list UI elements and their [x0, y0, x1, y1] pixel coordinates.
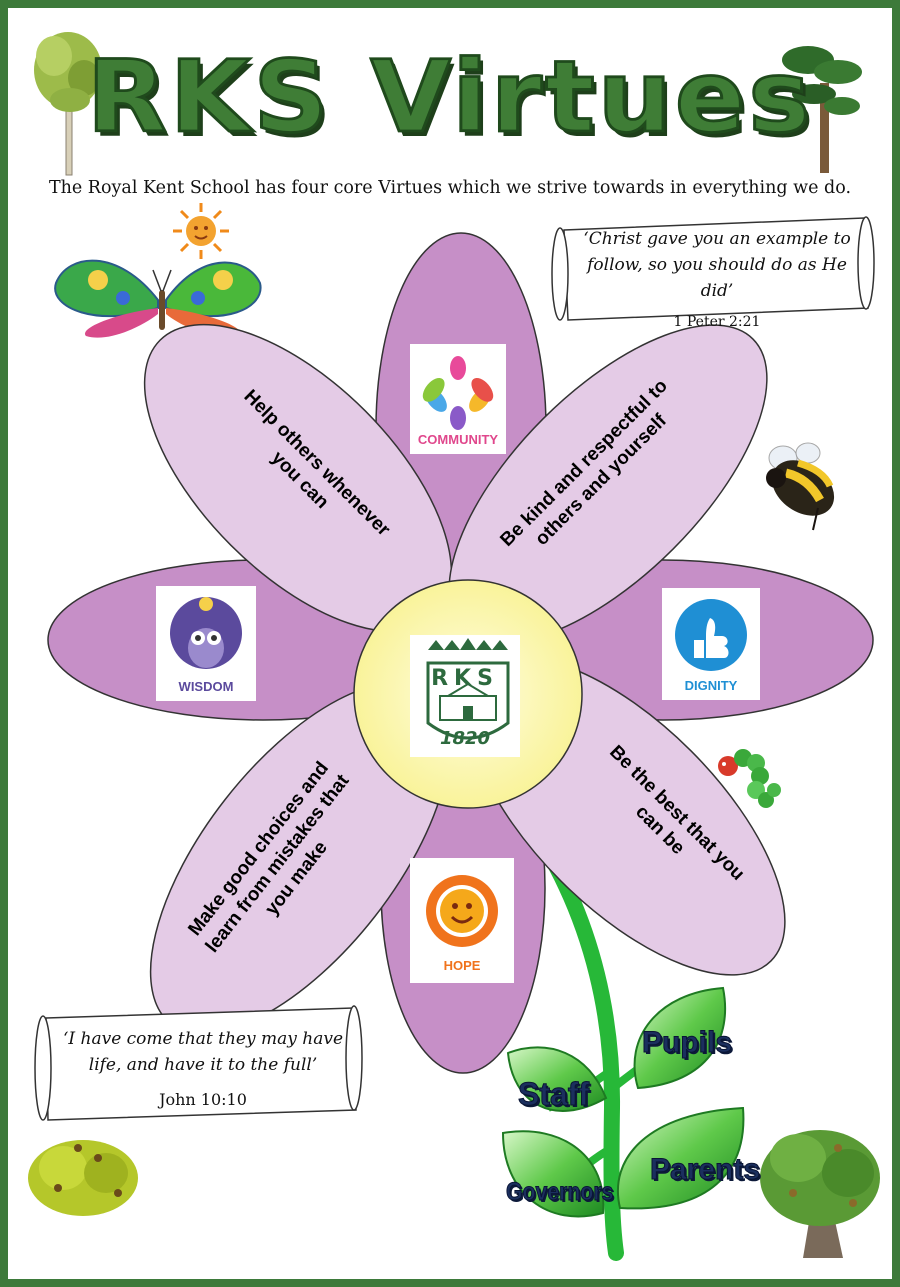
tree-top-left-icon: [34, 32, 102, 176]
dignity-label: DIGNITY: [684, 678, 738, 693]
wisdom-label: WISDOM: [178, 679, 234, 694]
community-label: COMMUNITY: [417, 432, 499, 447]
scroll-top-text: ‘Christ gave you an example to follow, s…: [574, 226, 860, 330]
artwork: [28, 32, 880, 1261]
bee-icon: [766, 442, 835, 531]
leaf-label-parents: Parents: [649, 1153, 761, 1187]
scroll-top: [551, 216, 875, 321]
leaf-pupils: [633, 986, 727, 1090]
tree-bottom-left-icon: [28, 1140, 138, 1216]
leaf-label-pupils: Pupils: [641, 1026, 733, 1060]
quote-top-ref: 1 Peter 2:21: [673, 314, 761, 330]
hope-tile: [410, 858, 514, 983]
leaf-label-staff: Staff: [517, 1076, 590, 1113]
page-title: RKS Virtues: [85, 38, 814, 157]
rks-logo: [410, 635, 520, 757]
leaf-governors: [501, 1130, 605, 1218]
sun-icon: [173, 203, 229, 259]
caterpillar-icon: [718, 749, 781, 808]
leaf-label-governors: Governors: [506, 1178, 614, 1207]
leaf-staff: [506, 1046, 608, 1112]
tree-bottom-right-icon: [760, 1130, 880, 1258]
rks-logo-letters: RKS: [431, 666, 499, 691]
quote-top-text: ‘Christ gave you an example to follow, s…: [583, 229, 851, 301]
subtitle: The Royal Kent School has four core Virt…: [48, 178, 852, 198]
scroll-bottom-text: ‘I have come that they may have life, an…: [56, 1026, 350, 1109]
tree-top-right-icon: [782, 46, 862, 173]
community-tile: [410, 344, 506, 454]
scroll-bottom: [34, 1005, 363, 1121]
quote-bottom-text: ‘I have come that they may have life, an…: [62, 1029, 344, 1075]
flower-stem: [538, 840, 624, 1261]
hope-label: HOPE: [443, 958, 481, 973]
rks-logo-year: 1820: [439, 728, 491, 749]
leaf-parents: [616, 1106, 745, 1210]
dignity-tile: [662, 588, 760, 700]
wisdom-tile: [156, 586, 256, 701]
quote-bottom-ref: John 10:10: [159, 1090, 247, 1109]
butterfly-icon: [54, 259, 262, 338]
